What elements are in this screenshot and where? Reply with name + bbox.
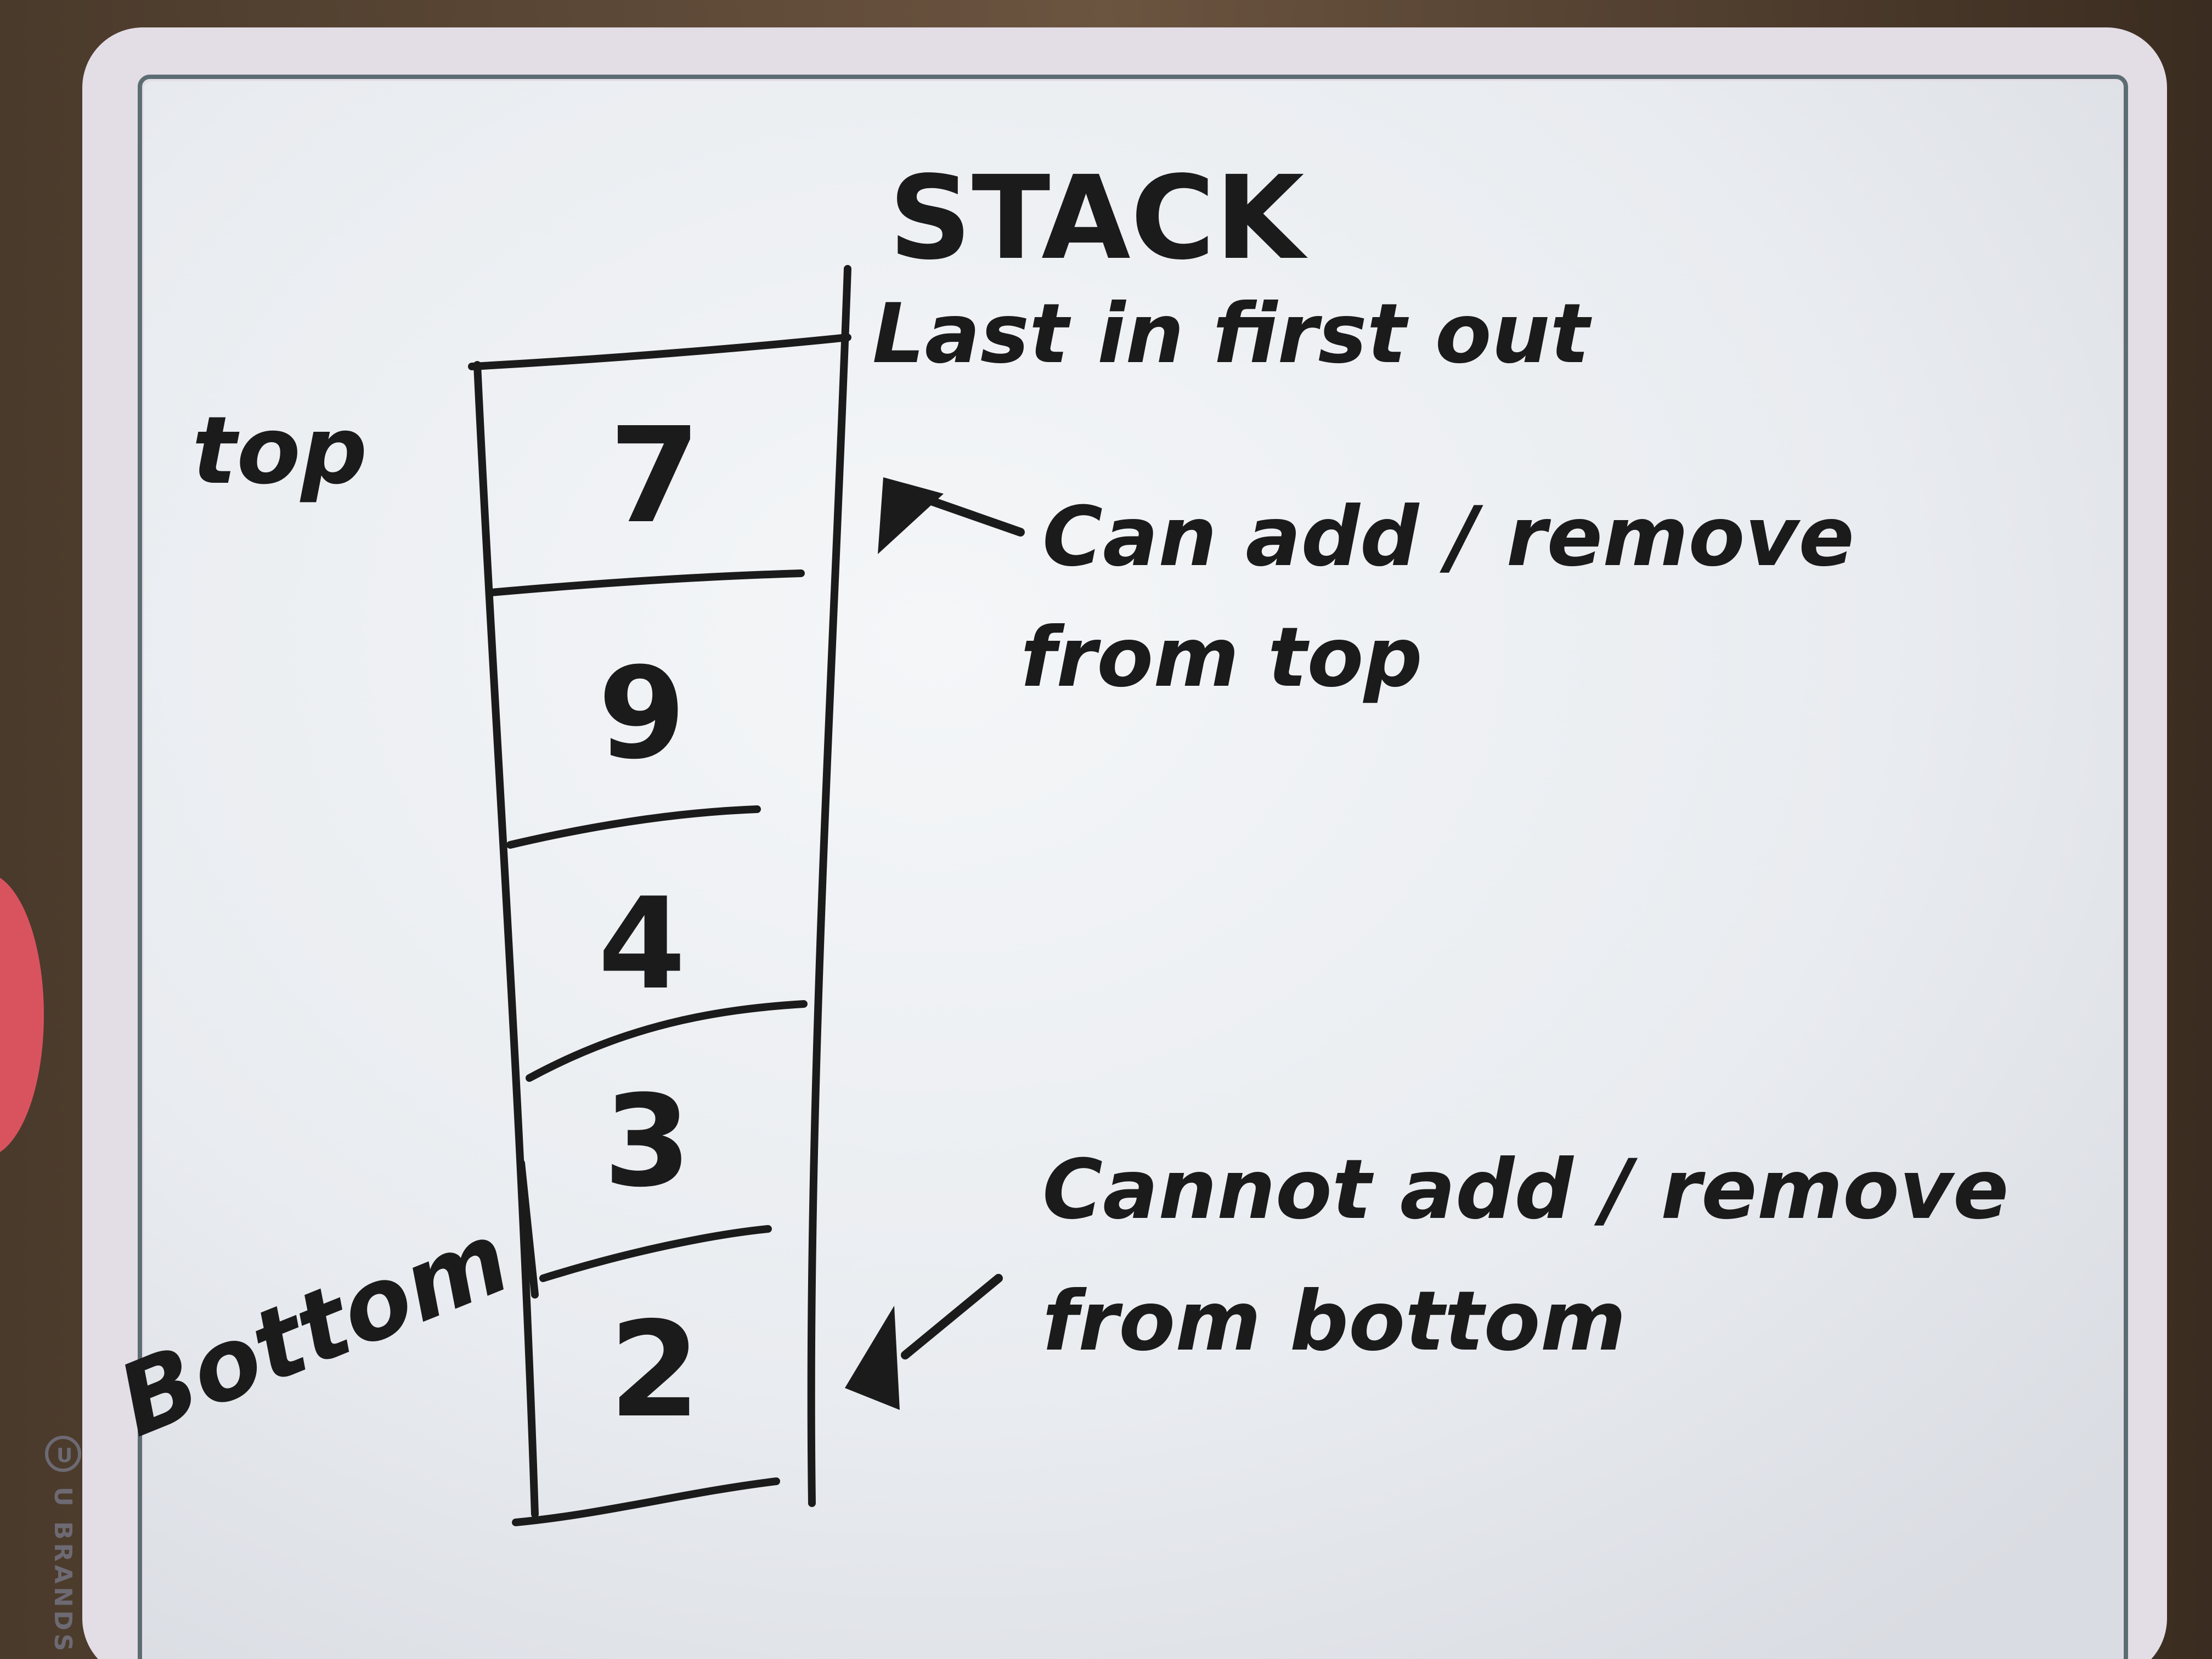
stack-container (468, 265, 851, 1526)
bottom-note-line2: from bottom (1042, 1274, 1626, 1369)
stack-item: 2 (609, 1293, 701, 1447)
brand-text: U BRANDS (49, 1487, 77, 1655)
red-object (0, 877, 44, 1153)
top-label: top (192, 397, 368, 505)
stack-divider (487, 569, 805, 596)
board-subtitle: Last in first out (872, 286, 1593, 382)
stack-bottom-edge (512, 1477, 780, 1526)
stack-divider (526, 1000, 808, 1082)
whiteboard-surface (144, 81, 2122, 1659)
stack-base-tick (517, 1159, 539, 1299)
stack-left-wall (473, 361, 539, 1518)
arrow-up-left-icon (878, 477, 1025, 554)
stack-divider (539, 1225, 772, 1282)
stack-item: 9 (598, 641, 686, 787)
top-note-line2: from top (1020, 610, 1423, 706)
svg-text:U: U (57, 1444, 72, 1467)
bottom-note-line1: Cannot add / remove (1042, 1142, 2009, 1238)
stack-top-edge (468, 334, 851, 370)
stack-divider (506, 805, 761, 849)
stack-item: 7 (609, 399, 701, 552)
stack-item: 4 (598, 871, 686, 1018)
whiteboard-trim (138, 75, 2128, 1659)
u-brands-logo-icon: U (45, 1436, 81, 1472)
arrow-down-left-icon (845, 1274, 1003, 1410)
stack-right-wall (807, 265, 851, 1507)
board-title: STACK (889, 151, 1308, 285)
stack-item: 3 (603, 1069, 691, 1215)
top-note-line1: Can add / remove (1042, 489, 1854, 585)
